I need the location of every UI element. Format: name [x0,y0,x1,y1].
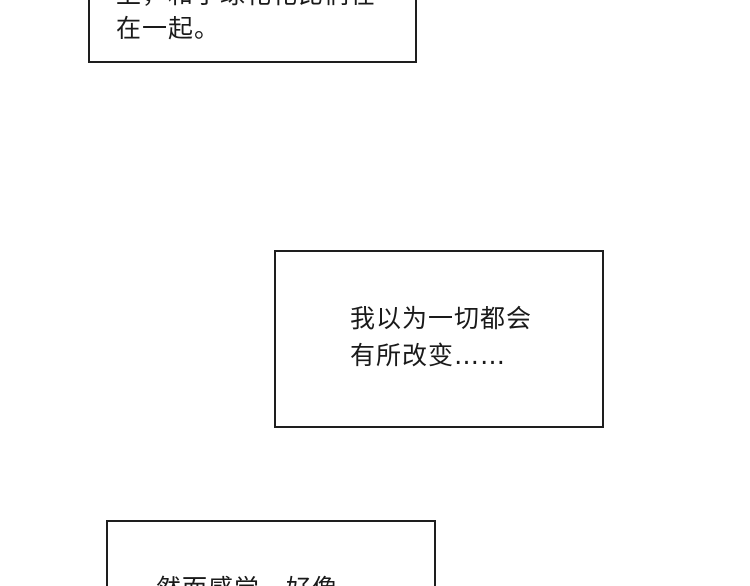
caption-line: 有所改变…… [350,341,507,370]
caption-box-top: 上，和小球花花比们在 在一起。 [88,0,417,63]
caption-box-bottom: 然而感觉，好像 [106,520,436,586]
caption-line: 然而感觉，好像 [156,574,338,586]
caption-line: 上，和小球花花比们在 [116,0,376,10]
caption-box-middle: 我以为一切都会 有所改变…… [274,250,604,428]
caption-line: 我以为一切都会 [350,304,533,333]
caption-line: 在一起。 [116,14,221,43]
